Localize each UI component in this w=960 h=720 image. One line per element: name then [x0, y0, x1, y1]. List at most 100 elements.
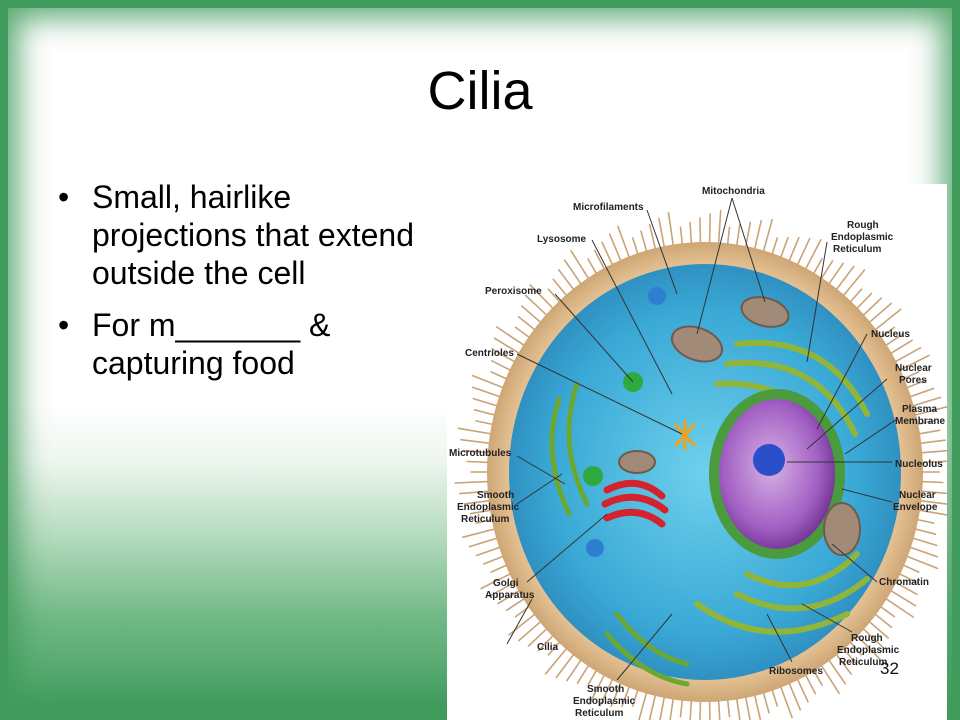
label-mitochondria: Mitochondria	[702, 186, 765, 197]
cilium-hair	[911, 406, 947, 417]
cilium-hair	[699, 696, 702, 720]
cilium-hair	[471, 374, 508, 390]
label-chromatin: Chromatin	[879, 577, 929, 588]
cilium-hair	[859, 297, 883, 319]
label-rough-er-bottom: Reticulum	[839, 657, 887, 668]
cilium-hair	[480, 571, 515, 590]
cilium-hair	[818, 661, 840, 695]
cilium-hair	[659, 692, 666, 720]
golgi-shape	[601, 479, 669, 528]
cilium-hair	[833, 265, 855, 294]
cytoplasm-shape	[509, 264, 901, 680]
cilium-hair	[570, 250, 592, 283]
label-golgi: Golgi	[493, 578, 519, 589]
cilium-hair	[886, 587, 917, 607]
cilium-hair	[752, 219, 763, 254]
bullet-item: Small, hairlike projections that extend …	[52, 178, 452, 292]
cilium-hair	[905, 545, 939, 558]
cilium-hair	[859, 625, 886, 650]
label-lysosome: Lysosome	[537, 234, 587, 245]
cilium-hair	[865, 618, 890, 639]
cilium-hair	[886, 339, 913, 356]
cilium-hair	[833, 650, 853, 676]
cilium-hair	[497, 587, 524, 605]
label-rough-er-top: Endoplasmic	[831, 232, 894, 243]
label-plasma-membrane: Membrane	[895, 416, 945, 427]
cilium-hair	[795, 237, 811, 269]
label-nuclear-pores: Pores	[899, 375, 927, 386]
label-nucleolus: Nucleolus	[895, 459, 943, 470]
cilium-hair	[563, 259, 584, 288]
cilium-hair	[908, 536, 938, 547]
cilium-hair	[882, 595, 915, 618]
cilium-hair	[917, 460, 947, 464]
label-nuclear-envelope: Nuclear	[899, 490, 936, 501]
slide-title: Cilia	[427, 61, 533, 121]
cilium-hair	[472, 397, 502, 408]
cilium-hair	[744, 221, 752, 252]
cilium-hair	[826, 656, 847, 685]
cilium-hair	[917, 490, 947, 495]
cilium-hair	[891, 579, 918, 596]
cilium-hair	[917, 449, 947, 454]
cilium-hair	[826, 262, 844, 288]
cilium-hair	[916, 439, 946, 445]
label-rough-er-bottom: Rough	[851, 633, 883, 644]
label-nucleus: Nucleus	[871, 329, 910, 340]
label-centrioles: Centrioles	[465, 348, 514, 359]
cilium-hair	[752, 690, 762, 720]
cilium-hair	[462, 449, 493, 454]
cilium-hair	[689, 696, 693, 720]
label-rough-er-bottom: Endoplasmic	[837, 645, 900, 656]
cilium-hair	[853, 632, 881, 661]
cilium-hair	[566, 656, 584, 682]
cilium-hair	[902, 554, 939, 570]
cilium-hair	[648, 690, 657, 720]
cilium-hair	[518, 618, 545, 642]
cilium-hair	[891, 346, 922, 365]
cilium-hair	[908, 396, 942, 408]
bullet-list: Small, hairlike projections that extend …	[52, 178, 452, 396]
cilium-hair	[471, 386, 505, 399]
cilium-hair	[648, 223, 657, 254]
cilium-hair	[468, 536, 502, 548]
label-smooth-er-left: Reticulum	[461, 514, 509, 525]
label-smooth-er-bottom: Reticulum	[575, 708, 623, 719]
leader-lines	[506, 197, 898, 681]
cilium-hair	[658, 217, 666, 252]
label-nuclear-pores: Nuclear	[895, 363, 932, 374]
label-ribosomes: Ribosomes	[769, 666, 823, 677]
cilium-hair	[495, 326, 528, 349]
cilium-hair	[608, 233, 623, 265]
cilium-hair	[735, 694, 741, 720]
cilium-hair	[521, 305, 545, 326]
label-microfilaments: Microfilaments	[573, 202, 644, 213]
label-smooth-er-left: Endoplasmic	[457, 502, 520, 513]
label-smooth-er-bottom: Endoplasmic	[573, 696, 636, 707]
centrioles-shape	[673, 420, 697, 450]
cilium-hair	[905, 387, 935, 399]
cilium-hair	[717, 209, 722, 248]
cilium-hair	[462, 527, 499, 539]
label-smooth-er-left: Smooth	[477, 490, 514, 501]
bullet-item: For m_______ & capturing food	[52, 306, 452, 382]
cilium-hair	[708, 213, 712, 248]
cilium-hair	[488, 579, 519, 598]
cilium-hair	[475, 545, 505, 557]
cilium-hair	[638, 688, 649, 720]
label-cilia: Cilia	[537, 642, 559, 653]
page-number: 32	[880, 659, 899, 678]
cell-diagram: Mitochondria Microfilaments Lysosome Rou…	[447, 184, 947, 720]
label-rough-er-top: Rough	[847, 220, 879, 231]
smooth-er-shape	[549, 381, 690, 687]
cilium-hair	[699, 217, 702, 248]
cilium-hair	[460, 438, 494, 445]
cilium-hair	[599, 675, 615, 707]
cilium-hair	[744, 692, 751, 720]
cilium-hair	[786, 678, 802, 711]
diagram-labels: Mitochondria Microfilaments Lysosome Rou…	[449, 186, 945, 719]
cilium-hair	[544, 644, 570, 675]
nucleolus-shape	[753, 444, 785, 476]
cilium-hair	[761, 218, 774, 256]
